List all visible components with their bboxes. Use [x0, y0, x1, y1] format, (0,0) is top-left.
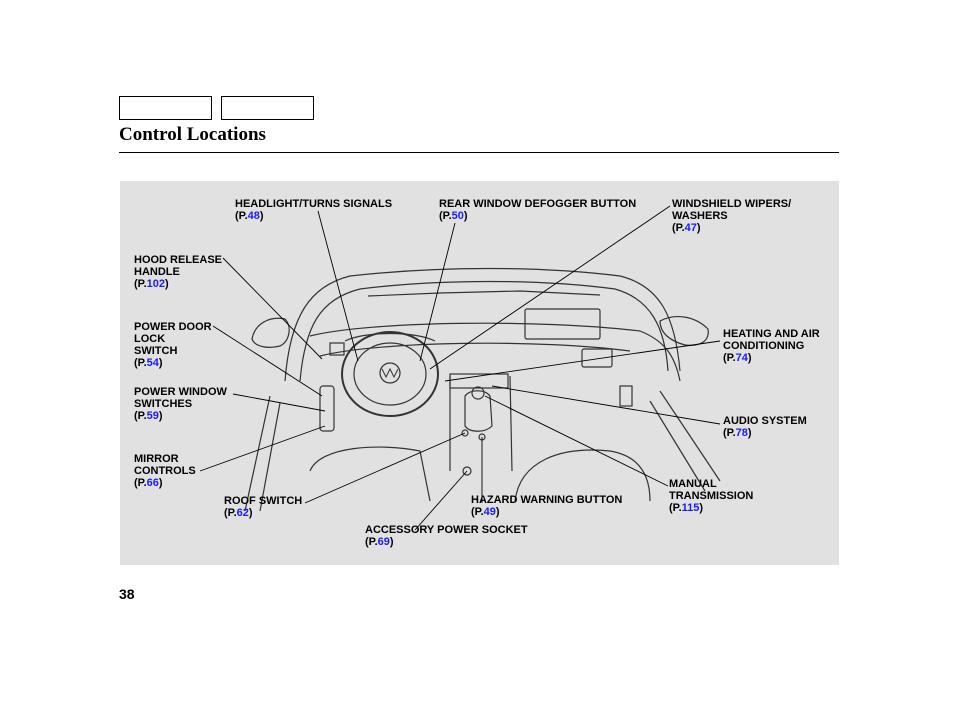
nav-tab-1[interactable]: [119, 96, 212, 120]
left-door-shape: [244, 395, 281, 512]
passenger-seat-shape: [514, 449, 651, 502]
center-console-shape: [449, 375, 513, 472]
callout-heating: HEATING AND AIR CONDITIONING (P.74): [723, 328, 820, 364]
leader-lines: [199, 205, 721, 531]
shift-lever-shape: [464, 390, 493, 432]
title-rule: [119, 152, 839, 153]
callout-hazard: HAZARD WARNING BUTTON (P.49): [471, 494, 623, 518]
callout-audio: AUDIO SYSTEM (P.78): [723, 415, 807, 439]
callout-door-lock: POWER DOOR LOCK SWITCH (P.54): [134, 321, 212, 369]
page-ref-link[interactable]: 62: [236, 507, 249, 519]
page-ref-link[interactable]: 47: [684, 222, 697, 234]
callout-power-window: POWER WINDOW SWITCHES (P.59): [134, 386, 227, 422]
dash-display-shape: [524, 308, 601, 340]
page-ref-link[interactable]: 50: [451, 210, 464, 222]
callout-defogger: REAR WINDOW DEFOGGER BUTTON (P.50): [439, 198, 637, 222]
callout-mirror: MIRROR CONTROLS (P.66): [134, 453, 196, 489]
dashboard-outline: [309, 322, 681, 382]
callout-roof-switch: ROOF SWITCH (P.62): [224, 495, 303, 519]
page-ref-link[interactable]: 49: [483, 506, 496, 518]
page-ref-link[interactable]: 69: [377, 536, 390, 548]
page-ref-link[interactable]: 59: [146, 410, 159, 422]
page-ref-link[interactable]: 102: [146, 278, 165, 290]
right-door-shape: [649, 390, 721, 492]
page-title: Control Locations: [119, 124, 266, 145]
page-ref-link[interactable]: 54: [146, 357, 159, 369]
page-ref-link[interactable]: 74: [735, 352, 748, 364]
callout-wipers: WINDSHIELD WIPERS/ WASHERS (P.47): [672, 198, 792, 234]
steering-wheel-shape: [341, 331, 439, 417]
page-ref-link[interactable]: 48: [247, 210, 260, 222]
car-interior-illustration: [199, 205, 721, 531]
illustration-panel: HEADLIGHT/TURNS SIGNALS (P.48) REAR WIND…: [120, 181, 839, 565]
right-mirror-shape: [659, 315, 709, 346]
callout-headlight: HEADLIGHT/TURNS SIGNALS (P.48): [235, 198, 393, 222]
left-mirror-shape: [251, 317, 290, 348]
driver-seat-shape: [309, 446, 431, 502]
windshield-frame: [284, 267, 681, 382]
page-ref-link[interactable]: 115: [681, 502, 700, 514]
page-ref-link[interactable]: 66: [146, 477, 159, 489]
page-ref-link[interactable]: 78: [735, 427, 748, 439]
callout-transmission: MANUAL TRANSMISSION (P.115): [669, 478, 754, 514]
nav-tab-2[interactable]: [221, 96, 314, 120]
callout-hood-release: HOOD RELEASE HANDLE (P.102): [134, 254, 223, 290]
page-number: 38: [119, 586, 135, 602]
callout-accessory-socket: ACCESSORY POWER SOCKET (P.69): [365, 524, 528, 548]
